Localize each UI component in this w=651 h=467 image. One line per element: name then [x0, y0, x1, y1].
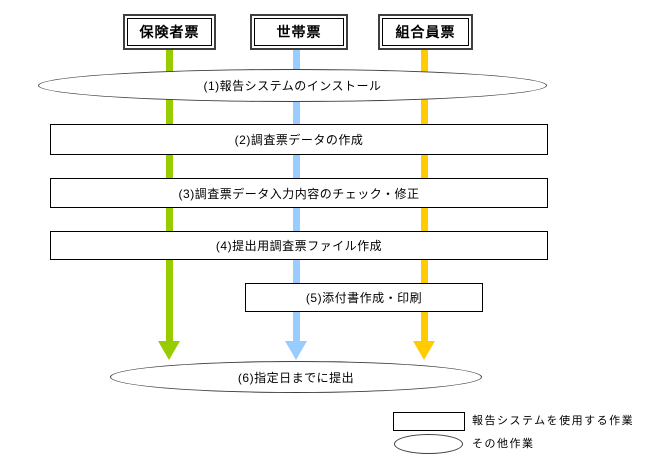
step-3-box: (3)調査票データ入力内容のチェック・修正 — [50, 178, 548, 208]
blue-arrow-head-icon — [285, 341, 307, 360]
step-4-box: (4)提出用調査票ファイル作成 — [50, 231, 548, 260]
top-box-setaihyo-label: 世帯票 — [254, 18, 344, 46]
step-6-ellipse: (6)指定日までに提出 — [110, 361, 482, 393]
top-box-kumiaiinhyo: 組合員票 — [378, 14, 473, 50]
top-box-hokenshahyo-label: 保険者票 — [127, 18, 212, 46]
legend-rect-label: 報告システムを使用する作業 — [472, 415, 635, 427]
legend-rect-symbol — [393, 412, 465, 431]
step-1-ellipse: (1)報告システムのインストール — [38, 69, 547, 102]
top-box-kumiaiinhyo-label: 組合員票 — [382, 18, 469, 46]
legend-ellipse-symbol — [394, 434, 463, 454]
top-box-setaihyo: 世帯票 — [250, 14, 348, 50]
green-arrow-head-icon — [158, 341, 180, 360]
legend-ellipse-label: その他作業 — [472, 438, 535, 450]
step-2-box: (2)調査票データの作成 — [50, 124, 548, 155]
yellow-arrow-head-icon — [413, 341, 435, 360]
step-5-box: (5)添付書作成・印刷 — [245, 283, 483, 312]
top-box-hokenshahyo: 保険者票 — [123, 14, 216, 50]
